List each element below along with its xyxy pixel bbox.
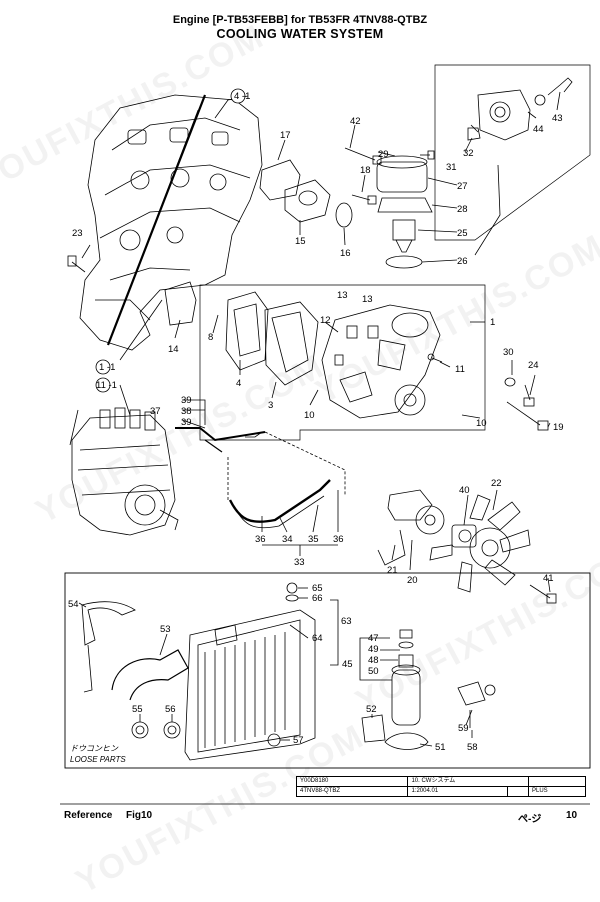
loose-parts-jp: ドウコンヒン <box>70 744 119 753</box>
callout-11-circle: 11 -1 <box>96 380 117 391</box>
callout-37: 37 <box>150 406 161 417</box>
callout-57: 57 <box>293 735 304 746</box>
drawing-plus: PLUS <box>528 786 586 797</box>
callout-23: 23 <box>72 228 83 239</box>
callout-55: 55 <box>132 704 143 715</box>
callout-12: 12 <box>320 315 331 326</box>
callout-42: 42 <box>350 116 361 127</box>
callout-58: 58 <box>467 742 478 753</box>
drawing-date: 1:2004.01 <box>407 786 509 797</box>
fan-assembly <box>377 489 531 593</box>
callout-28: 28 <box>457 204 468 215</box>
callout-4: 4 <box>236 378 241 389</box>
callout-10-right: 10 <box>476 418 487 429</box>
water-pump <box>321 304 441 419</box>
callout-35: 35 <box>308 534 319 545</box>
callout-39-top: 39 <box>181 395 192 406</box>
drawing-code: Y00D8180 <box>295 776 409 787</box>
drawing-jp-title: 10. CWシステム <box>407 776 529 787</box>
callout-52: 52 <box>366 704 377 715</box>
callout-31: 31 <box>446 162 457 173</box>
engine-block <box>79 94 263 351</box>
callout-3: 3 <box>268 400 273 411</box>
callout-24: 24 <box>528 360 539 371</box>
callout-36-left: 36 <box>255 534 266 545</box>
radiator <box>184 582 316 761</box>
callout-33: 33 <box>294 557 305 568</box>
callout-39-bottom: 39 <box>181 417 192 428</box>
callout-36-right: 36 <box>333 534 344 545</box>
callout-32: 32 <box>463 148 474 159</box>
callout-49: 49 <box>368 644 379 655</box>
callout-13-left: 13 <box>337 290 348 301</box>
callout-15: 15 <box>295 236 306 247</box>
callout-25: 25 <box>457 228 468 239</box>
callout-18: 18 <box>360 165 371 176</box>
callout-59: 59 <box>458 723 469 734</box>
callout-50: 50 <box>368 666 379 677</box>
system-title: COOLING WATER SYSTEM <box>216 27 384 41</box>
callout-26: 26 <box>457 256 468 267</box>
callout-1: 1 <box>490 317 495 328</box>
footer-page-number: 10 <box>566 810 578 821</box>
callout-63: 63 <box>341 616 352 627</box>
callout-47: 47 <box>368 633 379 644</box>
callout-11: 11 <box>455 364 465 375</box>
callout-45: 45 <box>342 659 353 670</box>
callout-54: 54 <box>68 599 79 610</box>
callout-48: 48 <box>368 655 379 666</box>
footer-reference: Reference <box>64 810 113 821</box>
callout-4-circle: 4 -1 <box>234 91 250 102</box>
parts-diagram: 4 -1 1 -1 11 -1 17 15 16 42 18 29 27 28 … <box>60 64 591 805</box>
injection-pump <box>69 407 179 536</box>
callout-17: 17 <box>280 130 291 141</box>
callout-29: 29 <box>378 149 389 160</box>
callout-13-right: 13 <box>362 294 373 305</box>
loose-parts-label: LOOSE PARTS <box>70 755 126 764</box>
callout-40: 40 <box>459 485 470 496</box>
footer-fig: Fig10 <box>126 810 153 821</box>
callout-14: 14 <box>168 344 179 355</box>
callout-41: 41 <box>543 573 554 584</box>
callout-44: 44 <box>533 124 544 135</box>
callout-66: 66 <box>312 593 323 604</box>
callout-20: 20 <box>407 575 418 586</box>
callout-34: 34 <box>282 534 293 545</box>
reserve-tank <box>384 629 429 750</box>
drawing-model: 4TNV88-QTBZ <box>295 786 409 797</box>
callout-53: 53 <box>160 624 171 635</box>
callout-16: 16 <box>340 248 351 259</box>
engine-title: Engine [P-TB53FEBB] for TB53FR 4TNV88-QT… <box>172 14 428 26</box>
callout-51: 51 <box>435 742 446 753</box>
callout-30: 30 <box>503 347 514 358</box>
title-block: Y00D8180 10. CWシステム 4TNV88-QTBZ 1:2004.0… <box>295 776 586 800</box>
callout-64: 64 <box>312 633 323 644</box>
callout-8: 8 <box>208 332 213 343</box>
callout-1-circle: 1 -1 <box>99 362 115 373</box>
callout-19: 19 <box>553 422 564 433</box>
callout-27: 27 <box>457 181 468 192</box>
callout-22: 22 <box>491 478 502 489</box>
callout-38: 38 <box>181 406 192 417</box>
callout-65: 65 <box>312 583 323 594</box>
footer-page-label: ぺ-ジ <box>518 814 542 825</box>
callout-56: 56 <box>165 704 176 715</box>
callout-21: 21 <box>387 565 398 576</box>
callout-10-left: 10 <box>304 410 315 421</box>
callout-43: 43 <box>552 113 563 124</box>
